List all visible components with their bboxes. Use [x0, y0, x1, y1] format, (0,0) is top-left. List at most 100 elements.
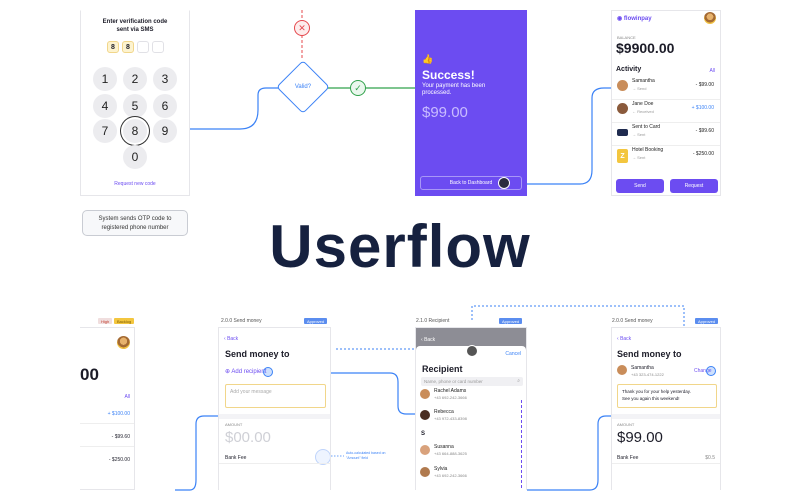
bank-fee-value: $0.5 — [705, 455, 715, 461]
bank-fee-label: Bank Fee — [225, 455, 247, 461]
keypad-key-8[interactable]: 8 — [123, 119, 147, 143]
alphabet-index[interactable] — [521, 400, 523, 488]
message-input[interactable]: Add your message — [225, 384, 326, 408]
otp-screen: Enter verification code sent via SMS 8 8… — [80, 10, 190, 196]
request-new-code-link[interactable]: Request new code — [114, 181, 156, 187]
contact-phone: +43 972-433-8398 — [434, 416, 467, 421]
section-letter: S — [421, 431, 426, 437]
transaction-type: ← Received — [632, 109, 654, 114]
rejected-close-icon: ✕ — [294, 20, 310, 36]
transaction-type: → Send — [632, 86, 647, 91]
row-divider — [612, 99, 720, 100]
amount-input[interactable]: $00.00 — [225, 429, 271, 446]
keypad-key-0[interactable]: 0 — [123, 145, 147, 169]
contact-phone: +43 664-888-3625 — [434, 451, 467, 456]
step-label: 2.0.0 Send money — [221, 318, 262, 324]
back-link[interactable]: ‹ Back — [617, 336, 632, 342]
cancel-button[interactable]: Cancel — [505, 351, 521, 357]
back-link[interactable]: ‹ Back — [421, 337, 436, 343]
send-title: Send money to — [617, 349, 682, 359]
search-placeholder: Name, phone or card number — [424, 379, 483, 384]
section-divider — [612, 414, 720, 419]
otp-to-validation-connector — [142, 87, 278, 130]
fee-highlight — [315, 449, 330, 465]
balance-value: $9900.00 — [616, 40, 675, 56]
recipient-name: Samantha — [631, 365, 654, 371]
transaction-row[interactable]: Jane Doe ← Received + $100.00 — [612, 101, 720, 123]
otp-digit-3[interactable] — [137, 41, 149, 53]
card-icon — [617, 129, 628, 136]
otp-heading-line1: Enter verification code — [102, 19, 168, 25]
activity-all-link[interactable]: All — [709, 68, 715, 74]
keypad-key-1[interactable]: 1 — [93, 67, 117, 91]
priority-high-tag: High — [98, 318, 113, 324]
row-divider — [612, 463, 720, 464]
success-screen: 👍 Success! Your payment has been process… — [415, 10, 527, 196]
contact-avatar — [420, 389, 430, 399]
brand-logo: ◉ flowinpay — [617, 16, 652, 22]
request-button[interactable]: Request — [670, 179, 718, 193]
transaction-name: Sent to Card — [632, 124, 661, 130]
tap-indicator — [263, 367, 273, 377]
send-money-filled-screen: ‹ Back Send money to Samantha +43 323-47… — [611, 327, 721, 490]
back-to-dashboard-button[interactable]: Back to Dashboard — [420, 176, 522, 190]
otp-digit-1[interactable]: 8 — [107, 41, 119, 53]
back-link[interactable]: ‹ Back — [224, 336, 239, 342]
row-divider — [612, 122, 720, 123]
keypad-key-7[interactable]: 7 — [93, 119, 117, 143]
contact-row[interactable]: Sylvia +43 692-242-3666 — [420, 466, 526, 482]
recipient-phone: +43 323-474-1222 — [631, 372, 664, 377]
wallet-screen: ◉ flowinpay BALANCE $9900.00 Activity Al… — [611, 10, 721, 196]
transaction-row[interactable]: Samantha → Send - $99.00 — [612, 78, 720, 100]
contact-row[interactable]: Susanna +43 664-888-3625 — [420, 444, 526, 460]
system-note-line2: registered phone number — [101, 225, 169, 231]
keypad-key-3[interactable]: 3 — [153, 67, 177, 91]
back-label: Back — [424, 337, 436, 343]
row-divider — [80, 446, 134, 447]
step-label: 2.1.0 Recipient — [416, 318, 450, 324]
activity-all-link[interactable]: All — [124, 394, 130, 400]
transaction-amount: - $250.00 — [692, 151, 714, 157]
send-button[interactable]: Send — [616, 179, 664, 193]
change-recipient-link[interactable]: Change — [694, 368, 712, 374]
transaction-row[interactable]: Sent to Card → Sent - $99.60 — [612, 124, 720, 146]
otp-digit-2[interactable]: 8 — [122, 41, 134, 53]
add-recipient-label: Add recipient — [231, 369, 267, 375]
dashboard-to-send-connector — [175, 415, 218, 491]
section-divider — [219, 414, 330, 419]
transaction-row[interactable]: Z Hotel Booking → Sent - $250.00 — [612, 147, 720, 169]
transaction-amount: + $100.00 — [691, 105, 714, 111]
system-note-line1: System sends OTP code to — [98, 216, 172, 222]
otp-digit-4[interactable] — [152, 41, 164, 53]
message-placeholder: Add your message — [230, 389, 272, 395]
contact-row[interactable]: Rebecca +43 972-433-8398 — [420, 409, 526, 425]
success-title: Success! — [422, 68, 475, 82]
row-divider — [80, 423, 134, 424]
amount-label: AMOUNT — [617, 422, 635, 427]
contact-avatar — [420, 467, 430, 477]
activity-heading: Activity — [616, 66, 642, 73]
add-recipient-button[interactable]: ⊕ Add recipient — [225, 369, 267, 375]
keypad-key-9[interactable]: 9 — [153, 119, 177, 143]
contact-row[interactable]: Rachel Adams +43 692-242-3666 — [420, 388, 526, 404]
valid-check-icon: ✓ — [350, 80, 366, 96]
keypad-key-5[interactable]: 5 — [123, 94, 147, 118]
keypad-key-2[interactable]: 2 — [123, 67, 147, 91]
success-to-dashboard-connector — [508, 87, 612, 185]
samantha-avatar — [617, 80, 628, 91]
avatar[interactable] — [117, 336, 130, 349]
send-button-label: Send — [634, 183, 646, 189]
recipient-screen: ‹ Back Cancel Recipient Name, phone or c… — [415, 327, 527, 490]
approved-tag: Approved — [304, 318, 328, 324]
approved-tag: Approved — [499, 318, 523, 324]
keypad-key-4[interactable]: 4 — [93, 94, 117, 118]
amount-input[interactable]: $99.00 — [617, 429, 663, 446]
request-button-label: Request — [684, 183, 704, 189]
contact-avatar — [420, 445, 430, 455]
avatar[interactable] — [704, 12, 716, 24]
recipient-search-input[interactable]: Name, phone or card number ⌕ — [421, 377, 523, 386]
message-input[interactable]: Thank you for your help yesterday. See y… — [617, 384, 717, 408]
back-label: Back — [620, 336, 632, 342]
success-amount: $99.00 — [422, 104, 468, 121]
keypad-key-6[interactable]: 6 — [153, 94, 177, 118]
